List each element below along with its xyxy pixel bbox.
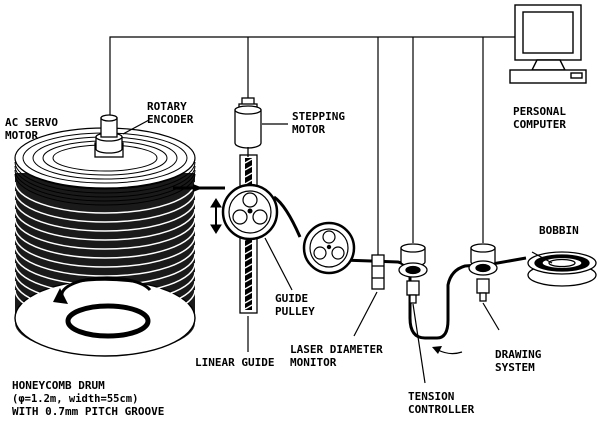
- label-guide-line1: GUIDE: [275, 292, 308, 305]
- label-honeycomb-line1: HONEYCOMB DRUM: [12, 379, 105, 392]
- label-tension-line2: CONTROLLER: [408, 403, 475, 416]
- loop-direction-arrow: [432, 346, 463, 355]
- honeycomb-drum: [14, 127, 196, 357]
- stepping-motor: [234, 97, 262, 157]
- vertical-motion-arrow: [210, 198, 222, 234]
- laser-diameter-monitor: [371, 254, 385, 290]
- label-ac-servo-line1: AC SERVO: [5, 116, 58, 129]
- label-pc-line1: PERSONAL: [513, 105, 566, 118]
- labels: AC SERVO MOTOR ROTARY ENCODER STEPPING M…: [5, 100, 579, 418]
- label-stepping-line1: STEPPING: [292, 110, 345, 123]
- label-pc-line2: COMPUTER: [513, 118, 566, 131]
- ac-servo-motor: [94, 114, 124, 158]
- label-stepping-line2: MOTOR: [292, 123, 325, 136]
- label-honeycomb-line2: (φ=1.2m, width=55cm): [12, 393, 138, 405]
- fiber-direction-arrow: [193, 184, 203, 192]
- label-linear-guide: LINEAR GUIDE: [195, 356, 274, 369]
- label-rotary-line1: ROTARY: [147, 100, 187, 113]
- personal-computer-icon: [509, 4, 587, 84]
- label-laser-line1: LASER DIAMETER: [290, 343, 383, 356]
- label-drawing-line1: DRAWING: [495, 348, 542, 361]
- bobbin: [527, 251, 597, 287]
- label-rotary-line2: ENCODER: [147, 113, 194, 126]
- control-wiring: [109, 36, 515, 255]
- leader-lines: [122, 119, 553, 384]
- tension-controller: [398, 243, 428, 304]
- label-honeycomb-line3: WITH 0.7mm PITCH GROOVE: [12, 405, 164, 418]
- label-guide-line2: PULLEY: [275, 305, 315, 318]
- label-ac-servo-line2: MOTOR: [5, 129, 38, 142]
- label-bobbin: BOBBIN: [539, 224, 579, 237]
- guide-pulley: [221, 183, 279, 241]
- guide-pulley-2: [302, 221, 356, 275]
- label-laser-line2: MONITOR: [290, 356, 337, 369]
- drawing-system: [468, 243, 498, 302]
- label-drawing-line2: SYSTEM: [495, 361, 535, 374]
- label-tension-line1: TENSION: [408, 390, 454, 403]
